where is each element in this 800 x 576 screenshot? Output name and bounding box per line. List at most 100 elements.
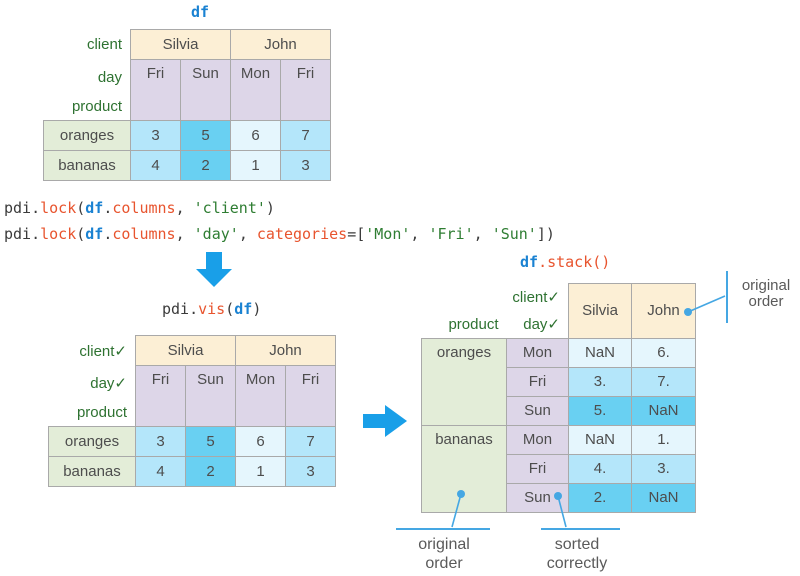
vis-label-product: product (76, 403, 127, 421)
stack-day-cell: Mon (506, 337, 569, 368)
df-label-product: product (71, 97, 122, 115)
stack-value-cell: 2. (568, 482, 632, 513)
df-label-day-product: day product (44, 60, 131, 121)
annotation-line: order (748, 293, 784, 310)
code-token: ]) (536, 225, 555, 243)
df-value-cell: 5 (180, 120, 231, 151)
code-token: , (238, 225, 257, 243)
code-token: df (520, 253, 539, 271)
annotation-original-order-top: original order (726, 278, 800, 310)
vis-table: client✓ Silvia John day✓ product Fri Sun… (48, 335, 336, 487)
code-token: df (234, 300, 253, 318)
code-token: pdi. (4, 199, 41, 217)
df-value-cell: 2 (180, 150, 231, 181)
stack-group-oranges: oranges (421, 337, 507, 426)
df-day-cell: Sun (180, 59, 231, 121)
code-token: , (175, 225, 194, 243)
code-token: ( (76, 199, 86, 217)
right-arrow-icon (363, 405, 407, 437)
code-block: pdi.lock(df.columns, 'client') pdi.lock(… (4, 195, 555, 247)
code-token: ) (252, 300, 262, 318)
code-token: pdi. (4, 225, 41, 243)
df-client-silvia: Silvia (130, 29, 231, 60)
code-token: 'Mon' (365, 225, 411, 243)
code-token: ( (76, 225, 86, 243)
stack-value-cell: 4. (568, 453, 632, 484)
stack-value-cell: NaN (568, 424, 632, 455)
code-line-2: pdi.lock(df.columns, 'day', categories=[… (4, 221, 555, 247)
annotation-line: correctly (546, 555, 608, 572)
df-value-cell: 4 (130, 150, 181, 181)
df-value-cell: 6 (230, 120, 281, 151)
df-day-cell: Fri (280, 59, 331, 121)
code-token: pdi. (162, 300, 199, 318)
vis-day-cell: Mon (235, 365, 286, 427)
down-arrow-icon (196, 252, 232, 287)
vis-label-day-product: day✓ product (49, 366, 136, 427)
code-token: df (85, 199, 104, 217)
vis-client-john: John (235, 335, 336, 366)
annotation-line: original (741, 277, 791, 294)
stack-label-day: day✓ (523, 316, 560, 333)
stack-value-cell: NaN (631, 482, 696, 513)
vis-value-cell: 3 (285, 456, 336, 487)
code-token: . (103, 199, 113, 217)
stack-value-cell: 3. (631, 453, 696, 484)
df-value-cell: 1 (230, 150, 281, 181)
vis-row-bananas: bananas (48, 456, 136, 487)
code-token: ( (225, 300, 235, 318)
code-token: columns (112, 199, 176, 217)
vis-value-cell: 2 (185, 456, 236, 487)
code-token: lock (40, 199, 77, 217)
code-token: lock (40, 225, 77, 243)
stack-label: df.stack() (520, 249, 610, 275)
vis-row-oranges: oranges (48, 426, 136, 457)
code-token: , (473, 225, 492, 243)
annotation-line: sorted (554, 536, 600, 553)
stack-day-cell: Fri (506, 453, 569, 484)
code-token: vis (198, 300, 226, 318)
df-row-bananas: bananas (43, 150, 131, 181)
vis-value-cell: 4 (135, 456, 186, 487)
code-token: , (175, 199, 194, 217)
annotation-line: order (425, 555, 463, 572)
df-day-cell: Fri (130, 59, 181, 121)
df-table-title: df (130, 3, 270, 21)
code-token: . (103, 225, 113, 243)
annotation-sorted-correctly: sorted correctly (522, 535, 632, 573)
stack-group-bananas: bananas (421, 424, 507, 513)
vis-value-cell: 5 (185, 426, 236, 457)
vis-label-client: client✓ (79, 342, 127, 360)
df-label-day: day (97, 68, 122, 86)
code-token: categories (256, 225, 348, 243)
vis-day-cell: Fri (135, 365, 186, 427)
stack-day-cell: Sun (506, 395, 569, 426)
code-token: 'Sun' (491, 225, 537, 243)
df-value-cell: 3 (130, 120, 181, 151)
stack-table: client✓ Silvia John product day✓ oranges… (421, 283, 696, 513)
stack-label-client: client✓ (512, 289, 560, 306)
stack-value-cell: NaN (568, 337, 632, 368)
stack-value-cell: 7. (631, 366, 696, 397)
code-token: df (85, 225, 104, 243)
df-value-cell: 3 (280, 150, 331, 181)
vis-label-day: day✓ (90, 374, 127, 392)
df-title-text: df (190, 3, 210, 21)
code-token: .stack() (538, 253, 611, 271)
stack-value-cell: 1. (631, 424, 696, 455)
vis-value-cell: 1 (235, 456, 286, 487)
df-table: client Silvia John day product Fri Sun M… (43, 29, 331, 181)
df-value-cell: 7 (280, 120, 331, 151)
vis-label: pdi.vis(df) (162, 296, 261, 322)
stack-value-cell: 5. (568, 395, 632, 426)
stack-day-cell: Mon (506, 424, 569, 455)
stack-client-silvia: Silvia (568, 283, 632, 339)
df-day-cell: Mon (230, 59, 281, 121)
vis-day-cell: Sun (185, 365, 236, 427)
code-line-1: pdi.lock(df.columns, 'client') (4, 195, 555, 221)
vis-value-cell: 3 (135, 426, 186, 457)
df-label-client: client (86, 36, 122, 53)
vis-value-cell: 7 (285, 426, 336, 457)
stack-value-cell: 3. (568, 366, 632, 397)
stack-day-cell: Sun (506, 482, 569, 513)
